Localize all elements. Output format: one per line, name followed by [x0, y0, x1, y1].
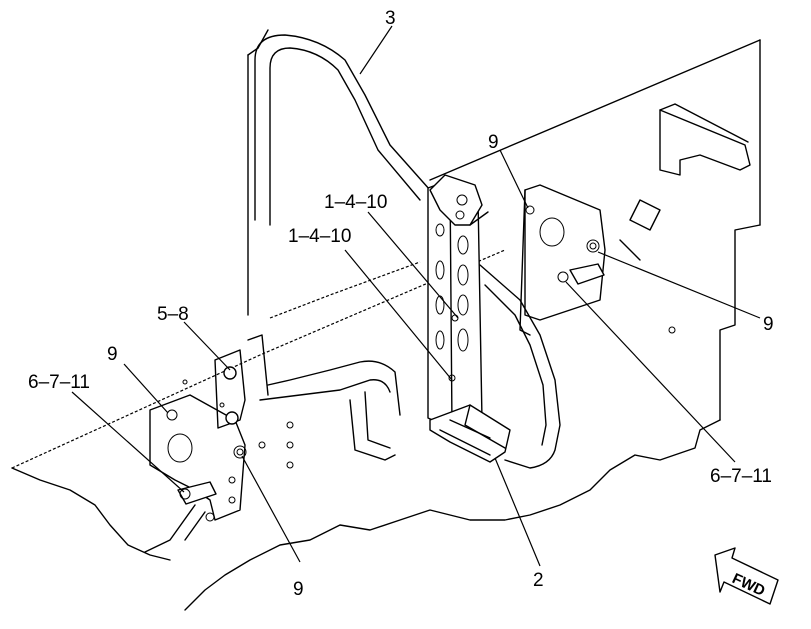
- leader-lines: [71, 25, 761, 567]
- callout-2: 2: [533, 570, 544, 591]
- callout-labels: 3 9 1–4–10 1–4–10 5–8 9 6–7–11 9 6–7–11 …: [28, 8, 774, 600]
- callout-1-4-10-upper: 1–4–10: [324, 192, 387, 213]
- callout-6-7-11-left: 6–7–11: [28, 372, 90, 393]
- callout-1-4-10-lower: 1–4–10: [288, 226, 351, 247]
- step-tray: [429, 404, 511, 463]
- callout-3: 3: [385, 8, 396, 29]
- callout-6-7-11-right: 6–7–11: [710, 466, 772, 487]
- upper-right-block: [619, 103, 751, 261]
- body-panel: [11, 29, 761, 611]
- callout-9-bottom: 9: [293, 579, 304, 600]
- handrail: [254, 34, 561, 469]
- left-mount-post: [182, 334, 269, 429]
- right-bracket-plate: [519, 184, 676, 336]
- callout-5-8: 5–8: [157, 304, 189, 325]
- left-bracket-plate: [144, 394, 294, 553]
- callout-9-upper: 9: [488, 132, 499, 153]
- callout-9-right: 9: [763, 314, 774, 335]
- step-ladder: [427, 174, 489, 431]
- callout-9-left: 9: [107, 344, 118, 365]
- forward-arrow: FWD: [714, 547, 779, 605]
